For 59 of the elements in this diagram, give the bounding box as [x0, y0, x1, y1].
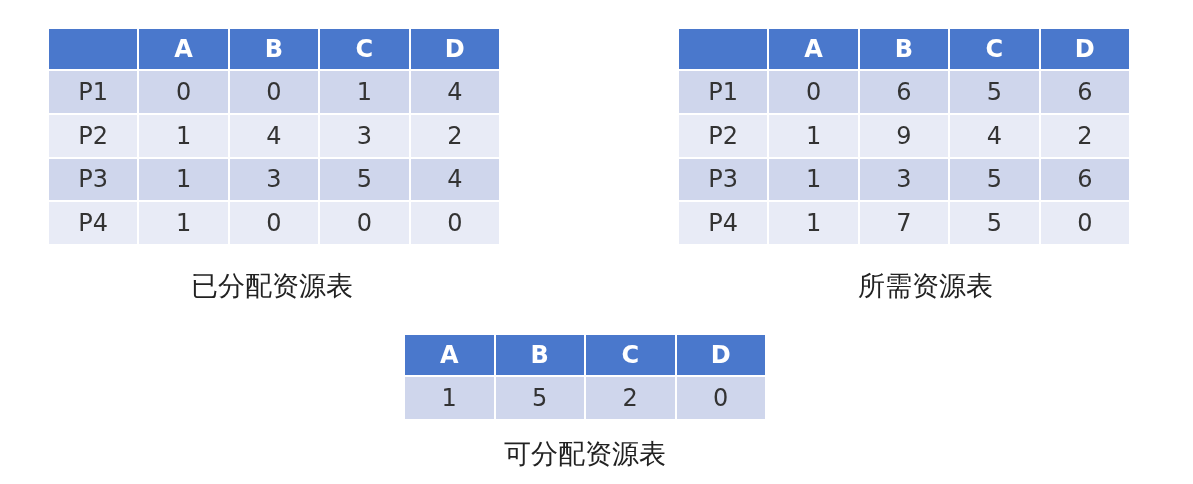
table-cell: P1	[48, 70, 139, 114]
header-cell: A	[404, 334, 495, 376]
table-cell: 4	[949, 113, 1040, 158]
table-cell: 1	[138, 201, 229, 246]
header-cell: B	[858, 28, 950, 70]
table-cell: 5	[949, 201, 1040, 246]
table-cell: 0	[675, 376, 766, 420]
header-cell: D	[1039, 28, 1130, 70]
table-cell: 0	[228, 70, 320, 114]
table-cell: 3	[228, 157, 320, 202]
table-cell: 1	[138, 113, 229, 158]
table-cell: 6	[1039, 157, 1130, 202]
table-cell: 0	[138, 70, 229, 114]
header-cell: A	[138, 28, 229, 70]
table-cell: 5	[319, 157, 410, 202]
header-cell: A	[768, 28, 859, 70]
header-cell: B	[228, 28, 320, 70]
table-cell: P2	[48, 113, 139, 158]
header-cell: D	[675, 334, 766, 376]
table-cell: 6	[1039, 70, 1130, 114]
header-cell: C	[319, 28, 410, 70]
table-cell: P4	[678, 201, 769, 246]
header-cell: B	[494, 334, 585, 376]
table-caption: 可分配资源表	[504, 437, 666, 471]
table-cell: 3	[858, 157, 950, 202]
table-cell: 4	[228, 113, 320, 158]
table-cell: 4	[409, 70, 500, 114]
table-cell: 1	[404, 376, 495, 420]
table-caption: 所需资源表	[857, 269, 993, 303]
header-cell: C	[585, 334, 676, 376]
table-cell: 3	[319, 113, 410, 158]
table-cell: 0	[228, 201, 320, 246]
table-cell: 0	[1039, 201, 1130, 246]
table-cell: 0	[768, 70, 859, 114]
table-cell: 5	[949, 70, 1040, 114]
table-cell: 1	[768, 157, 859, 202]
table-cell: P3	[678, 157, 769, 202]
table-caption: 已分配资源表	[191, 269, 353, 303]
table-cell: 4	[409, 157, 500, 202]
table-cell: P4	[48, 201, 139, 246]
table-cell: 7	[858, 201, 950, 246]
table-cell: 1	[768, 113, 859, 158]
table-cell: 2	[585, 376, 676, 420]
table-cell: P3	[48, 157, 139, 202]
table-cell: 2	[1039, 113, 1130, 158]
header-cell: C	[949, 28, 1040, 70]
table-cell: 6	[858, 70, 950, 114]
header-cell: D	[409, 28, 500, 70]
table-cell: 0	[319, 201, 410, 246]
table-cell: 2	[409, 113, 500, 158]
table-cell: 5	[949, 157, 1040, 202]
table-cell: 1	[768, 201, 859, 246]
table-cell: 1	[319, 70, 410, 114]
table-cell: 9	[858, 113, 950, 158]
table-cell: 1	[138, 157, 229, 202]
table-cell: 5	[494, 376, 585, 420]
table-cell: P2	[678, 113, 769, 158]
table-cell: 0	[409, 201, 500, 246]
table-cell: P1	[678, 70, 769, 114]
